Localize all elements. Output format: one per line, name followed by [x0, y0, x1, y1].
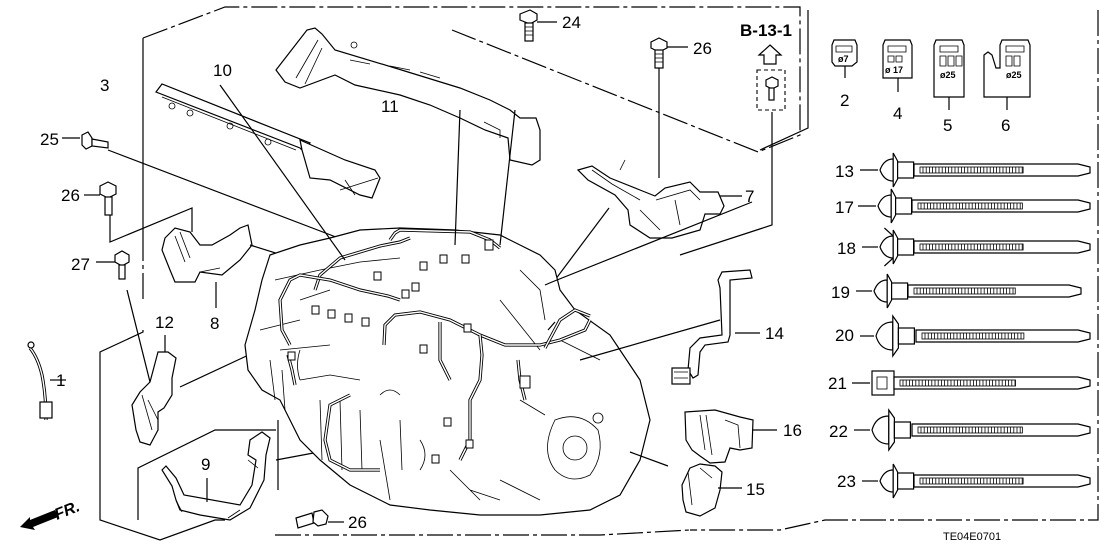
- part-1-sensor-sub-harness: [27, 341, 66, 421]
- part-15-harness-cover: [681, 463, 742, 517]
- callout-26-top[interactable]: 26: [693, 39, 712, 58]
- clip-tie-23: [862, 463, 1091, 499]
- callout-10[interactable]: 10: [213, 61, 232, 80]
- callout-14[interactable]: 14: [765, 324, 784, 343]
- bolt-27: [96, 250, 153, 391]
- part-10-harness-cover-rail: [155, 83, 381, 199]
- grommet-6: ø25: [983, 39, 1031, 110]
- callout-21[interactable]: 21: [828, 374, 847, 393]
- callout-4[interactable]: 4: [893, 104, 902, 123]
- callout-27[interactable]: 27: [71, 255, 90, 274]
- callout-9[interactable]: 9: [201, 455, 210, 474]
- part-11-harness-cover-upper: [275, 27, 541, 166]
- callout-19[interactable]: 19: [831, 283, 850, 302]
- callout-26-left[interactable]: 26: [61, 186, 80, 205]
- callout-labels: 1 2 3 4 5 6 7 8 9 10 11 12 13 14 15 16 1…: [40, 13, 1010, 532]
- callout-12[interactable]: 12: [155, 313, 174, 332]
- callout-15[interactable]: 15: [746, 480, 765, 499]
- callout-6[interactable]: 6: [1001, 116, 1010, 135]
- part-12-harness-cover-side: [131, 335, 256, 446]
- clip-tie-22: [854, 408, 1091, 452]
- bolt-26-top: [650, 37, 688, 178]
- clip-tie-17: [858, 188, 1091, 224]
- callout-26-bottom[interactable]: 26: [348, 513, 367, 532]
- part-7-harness-holder: [539, 159, 742, 301]
- clip-ties: [852, 152, 1091, 499]
- reference-b-13-1: B-13-1: [679, 21, 792, 256]
- callout-3[interactable]: 3: [100, 76, 109, 95]
- bolt-26-left: [84, 181, 193, 243]
- callout-20[interactable]: 20: [835, 326, 854, 345]
- callout-1[interactable]: 1: [56, 371, 65, 390]
- clip-tie-13: [860, 152, 1091, 188]
- engine-assembly: [219, 84, 753, 516]
- grommet-2-diameter: ø7: [838, 54, 849, 64]
- grommet-4-diameter: ø 17: [885, 65, 903, 75]
- bolt-24: [519, 9, 557, 42]
- assembly-boundary: [99, 6, 1099, 541]
- callout-16[interactable]: 16: [783, 421, 802, 440]
- callout-2[interactable]: 2: [840, 91, 849, 110]
- bolt-26-bottom: [295, 509, 344, 529]
- front-direction-arrow: FR.: [20, 498, 82, 530]
- grommet-5-diameter: ø25: [940, 70, 956, 80]
- clip-tie-21: [852, 370, 1091, 396]
- callout-22[interactable]: 22: [829, 422, 848, 441]
- part-16-harness-cover: [629, 409, 777, 467]
- clip-tie-18: [862, 227, 1091, 267]
- grommet-5: ø25: [933, 39, 965, 110]
- callout-8[interactable]: 8: [210, 314, 219, 333]
- grommet-6-diameter: ø25: [1006, 70, 1022, 80]
- callout-11[interactable]: 11: [381, 97, 399, 116]
- clip-tie-20: [860, 314, 1091, 358]
- callout-13[interactable]: 13: [835, 162, 854, 181]
- callout-24[interactable]: 24: [562, 13, 581, 32]
- clip-tie-19: [856, 273, 1082, 309]
- callout-23[interactable]: 23: [837, 472, 856, 491]
- callout-25[interactable]: 25: [40, 130, 59, 149]
- callout-7[interactable]: 7: [745, 187, 754, 206]
- grommet-4: ø 17: [882, 39, 913, 92]
- callout-5[interactable]: 5: [943, 116, 952, 135]
- part-14-harness-bracket: [579, 269, 760, 385]
- reference-label: B-13-1: [740, 21, 792, 40]
- callout-17[interactable]: 17: [835, 198, 854, 217]
- grommet-2: ø7: [831, 39, 858, 78]
- front-label: FR.: [52, 498, 82, 523]
- illustration-code: TE04E0701: [943, 531, 1001, 543]
- callout-18[interactable]: 18: [837, 239, 856, 258]
- part-8-harness-cover: [161, 224, 331, 308]
